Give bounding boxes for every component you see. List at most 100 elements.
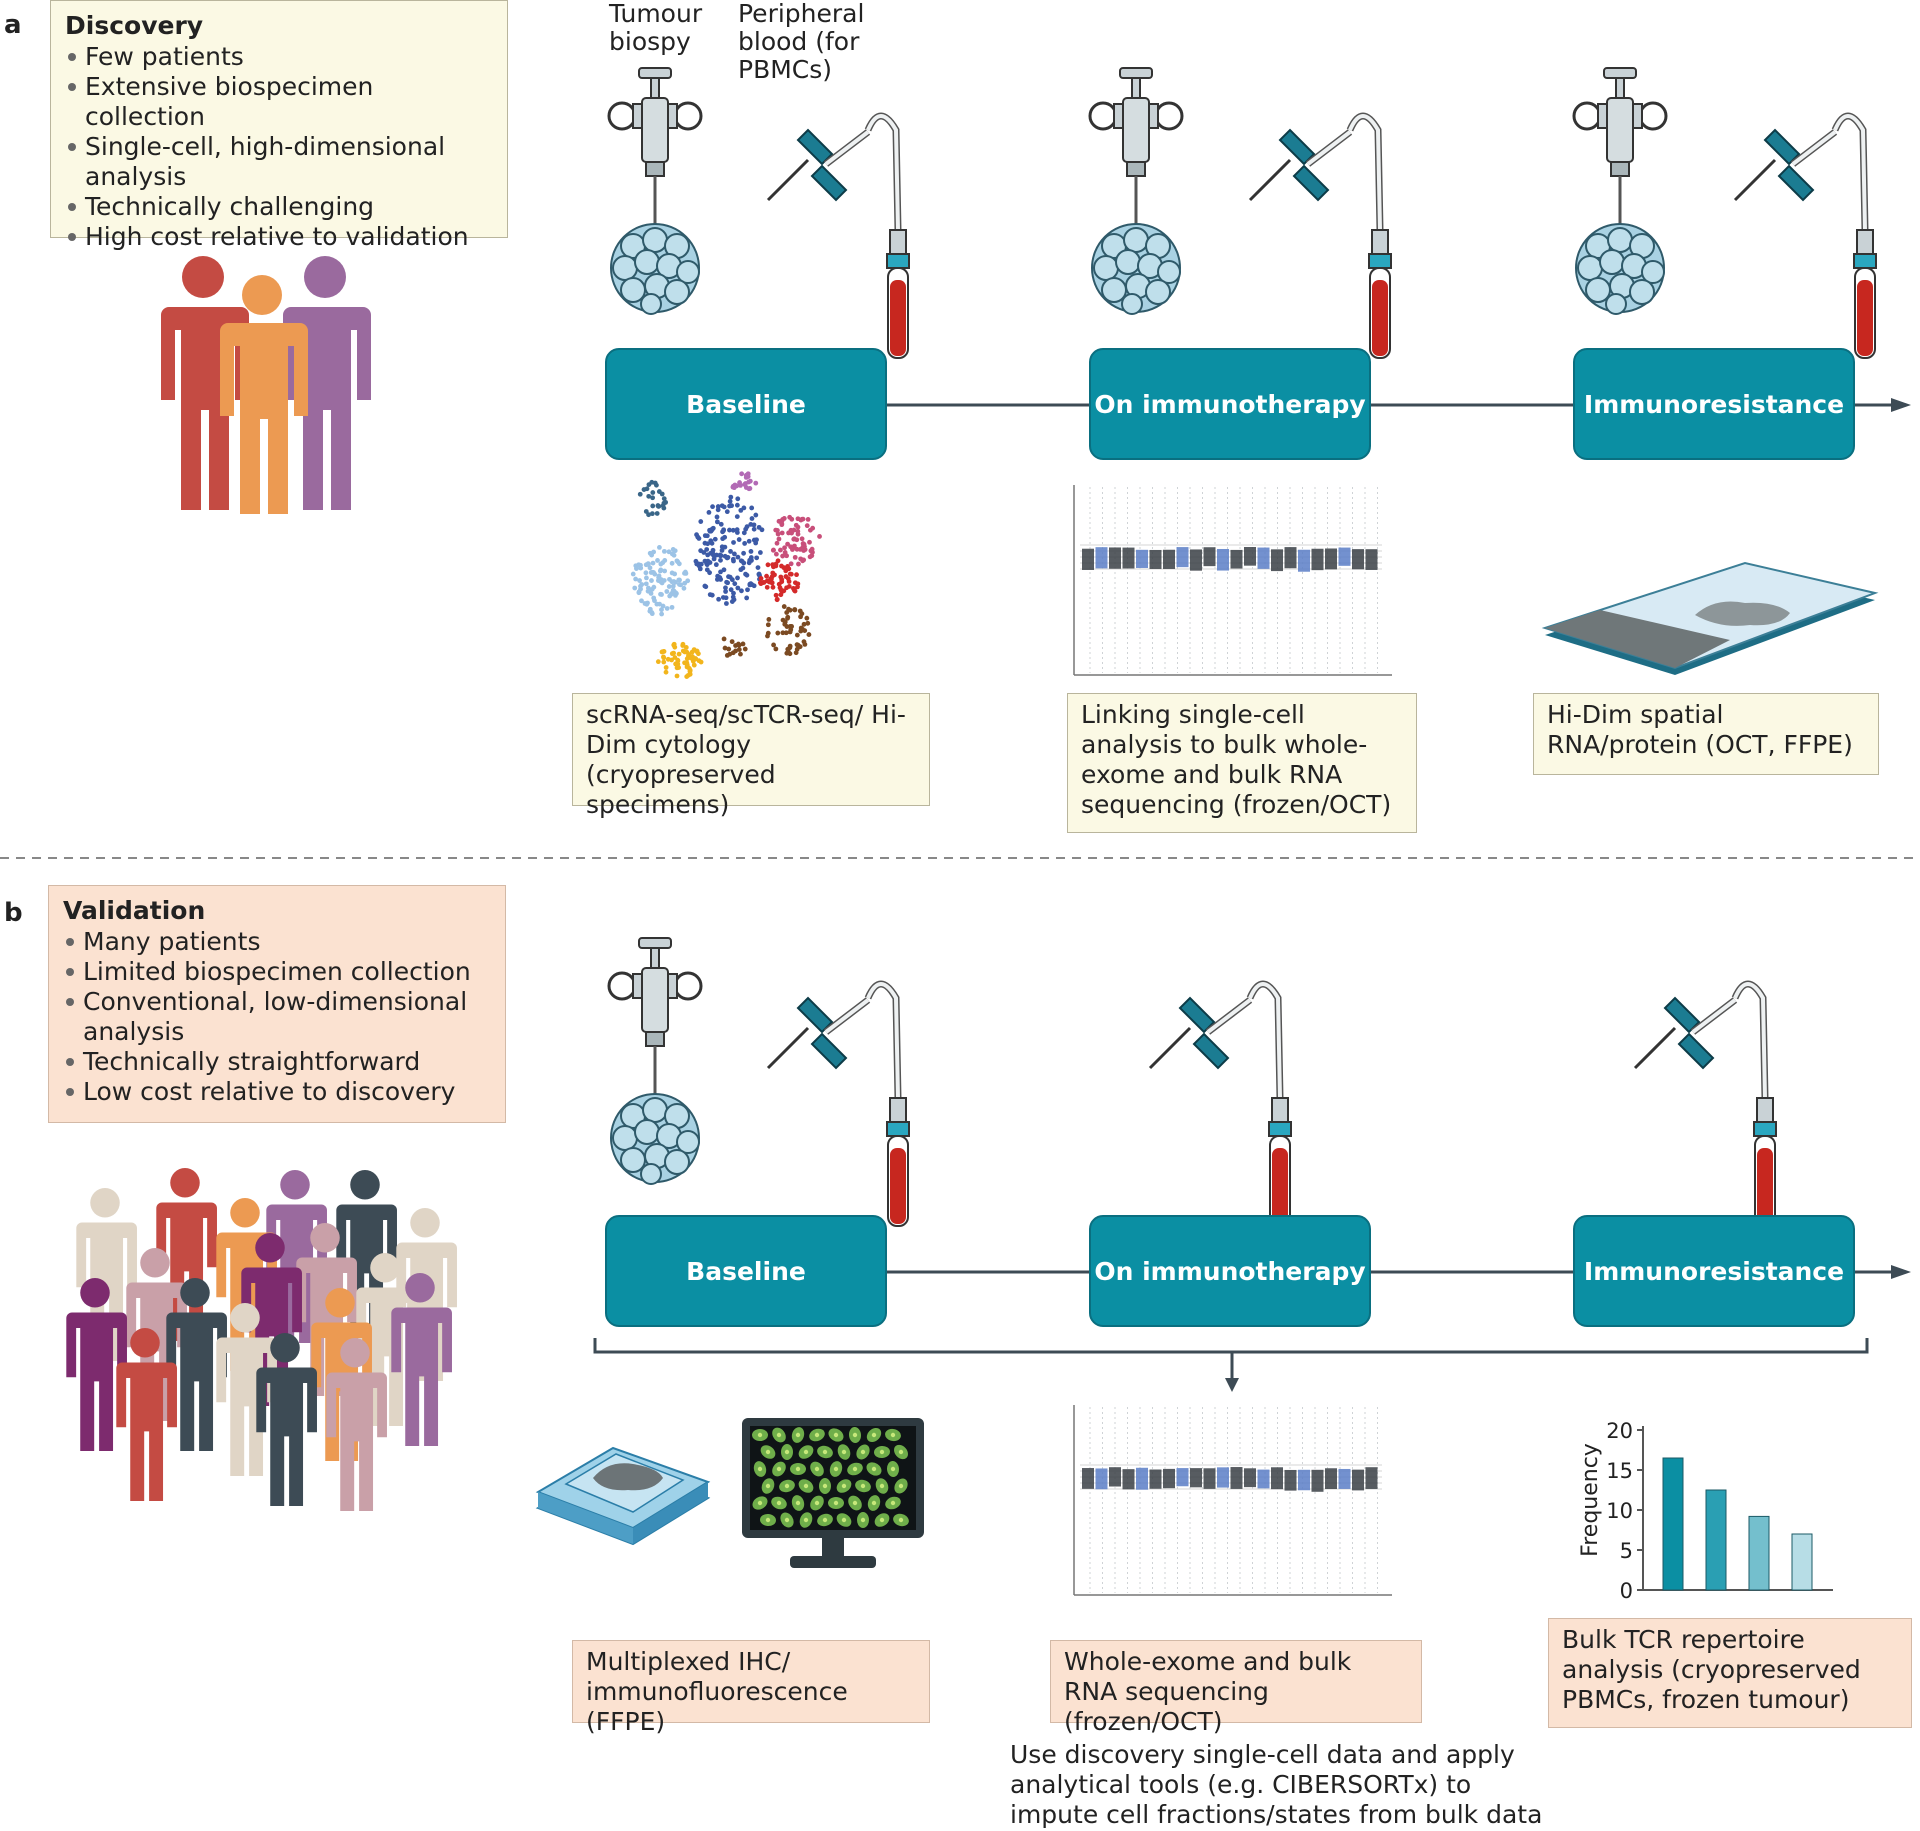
cluster-point: [804, 615, 810, 621]
seq-segment: [1149, 1469, 1162, 1489]
cell-nucleus: [833, 1432, 839, 1438]
cluster-point: [643, 570, 649, 576]
discovery-title: Discovery: [65, 11, 204, 40]
cluster-point: [742, 541, 748, 546]
cell-nucleus: [860, 1483, 866, 1489]
cluster-point: [718, 553, 723, 559]
cluster-point: [738, 482, 743, 488]
cluster-point: [807, 539, 812, 545]
seq-segment: [1257, 1469, 1270, 1489]
cluster-point: [674, 591, 679, 596]
cell-nucleus: [871, 1466, 877, 1472]
seq-segment: [1109, 547, 1121, 569]
cluster-point: [718, 569, 723, 575]
few-patients-icon: [161, 256, 371, 514]
caption-single-cell: scRNA-seq/scTCR-seq/ Hi-Dim cytology (cr…: [572, 693, 930, 819]
cluster-point: [770, 547, 776, 553]
cluster-point: [664, 589, 670, 594]
cluster-point: [738, 567, 744, 573]
discovery-bullet: Few patients: [65, 42, 493, 72]
cluster-point: [656, 489, 662, 494]
cluster-point: [799, 536, 805, 542]
cell-nucleus: [879, 1517, 885, 1523]
cluster-point: [786, 579, 792, 584]
cluster-point: [743, 526, 749, 532]
cluster-point: [721, 527, 727, 533]
blood-collection-icon: [768, 120, 928, 360]
seq-segment: [1365, 1467, 1378, 1489]
cluster-point: [680, 641, 686, 647]
cell-nucleus: [765, 1449, 771, 1455]
cluster-point: [775, 630, 781, 636]
cell-nucleus: [852, 1432, 858, 1438]
chart-bar: [1662, 1457, 1684, 1591]
chart-bar: [1748, 1515, 1770, 1591]
cluster-point: [667, 576, 672, 582]
cluster-point: [788, 561, 794, 567]
seq-segment: [1311, 1469, 1324, 1492]
cluster-point: [792, 554, 798, 560]
cell-nucleus: [879, 1449, 885, 1455]
cluster-point: [730, 556, 736, 562]
cluster-point: [749, 505, 755, 511]
cluster-point: [659, 611, 665, 617]
seq-segment: [1203, 547, 1216, 567]
cluster-point: [789, 529, 795, 534]
cluster-point: [684, 674, 690, 680]
cluster-point: [779, 521, 785, 527]
cluster-point: [764, 573, 769, 579]
cluster-point: [693, 558, 699, 564]
cluster-point: [739, 471, 745, 477]
discovery-bullet: Single-cell, high-dimensional analysis: [65, 132, 493, 192]
cell-nucleus: [776, 1432, 782, 1438]
cluster-point: [639, 598, 644, 604]
cluster-point: [779, 577, 785, 583]
cluster-point: [747, 581, 753, 587]
cluster-point: [738, 651, 743, 657]
cluster-point: [707, 592, 713, 598]
cell-nucleus: [871, 1500, 877, 1506]
cluster-point: [668, 592, 674, 597]
validation-bullet: Limited biospecimen collection: [63, 957, 491, 987]
panel-b-letter: b: [4, 898, 23, 928]
cluster-point: [789, 516, 795, 522]
cluster-point: [741, 550, 746, 556]
cluster-point: [735, 496, 741, 502]
cluster-point: [781, 604, 787, 609]
cluster-point: [661, 496, 667, 502]
cluster-point: [799, 626, 805, 632]
cluster-point: [637, 491, 643, 497]
cell-nucleus: [765, 1517, 771, 1523]
cell-nucleus: [898, 1483, 904, 1489]
cluster-point: [797, 608, 803, 614]
cluster-point: [691, 662, 697, 668]
cluster-point: [774, 597, 780, 603]
cluster-point: [661, 548, 667, 554]
cluster-point: [669, 560, 675, 566]
cluster-point: [731, 590, 736, 596]
cell-nucleus: [822, 1483, 828, 1489]
cluster-point: [684, 649, 690, 655]
cluster-point: [643, 581, 649, 587]
seq-segment: [1082, 1468, 1094, 1489]
cluster-point: [801, 548, 807, 553]
seq-segment: [1230, 549, 1243, 569]
stage-on-immunotherapy: On immunotherapy: [1089, 1215, 1371, 1327]
discovery-bullet: Technically challenging: [65, 192, 493, 222]
seq-segment: [1271, 1467, 1283, 1490]
cluster-point: [785, 615, 790, 621]
cluster-point: [749, 516, 755, 521]
seq-segment: [1122, 547, 1135, 569]
cluster-point: [736, 641, 741, 647]
cell-nucleus: [784, 1449, 790, 1455]
cluster-point: [748, 549, 754, 554]
seq-segment: [1325, 548, 1337, 570]
cluster-point: [663, 669, 669, 675]
cluster-point: [741, 530, 747, 536]
cluster-point: [649, 586, 655, 592]
cluster-point: [743, 481, 748, 486]
cluster-point: [793, 522, 799, 528]
discovery-bullet: Extensive biospecimen collection: [65, 72, 493, 132]
cluster-point: [707, 560, 713, 565]
